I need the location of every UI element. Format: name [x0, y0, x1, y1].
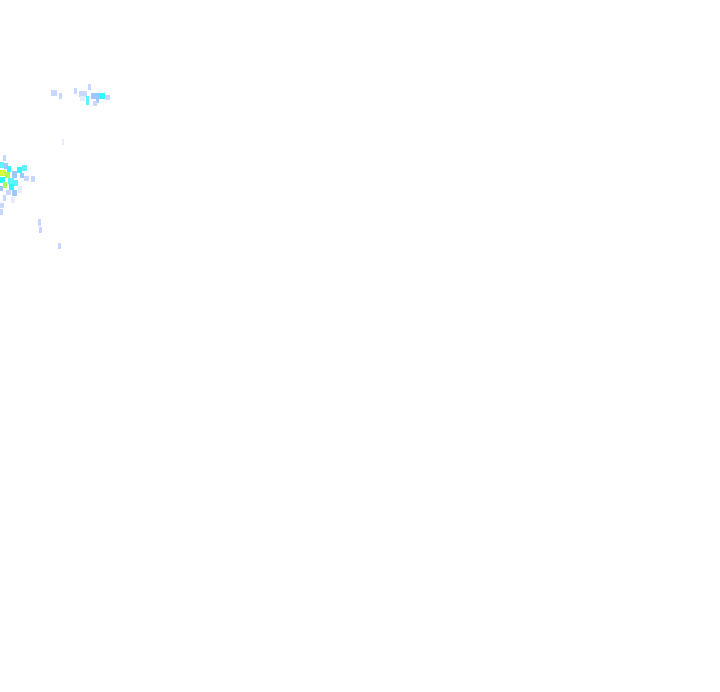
radar-echo-cell — [62, 139, 64, 145]
radar-echo-cell — [31, 176, 35, 182]
radar-echo-cell — [38, 219, 41, 226]
radar-echo-cell — [3, 155, 6, 161]
radar-echo-cell — [0, 209, 3, 215]
radar-echo-cell — [0, 186, 3, 191]
radar-echo-cell — [20, 173, 24, 178]
radar-echo-cell — [0, 203, 4, 208]
radar-echo-cell — [6, 190, 11, 195]
radar-echo-cell — [14, 180, 18, 186]
radar-echo-cell — [80, 96, 85, 101]
radar-echo-cell — [4, 163, 8, 169]
radar-echo-cell — [58, 243, 61, 249]
radar-echo-cell — [86, 96, 89, 105]
radar-echo-cell — [22, 165, 27, 171]
radar-echo-cell — [11, 197, 15, 203]
radar-echo-cell — [0, 162, 4, 168]
radar-echo-cell — [93, 101, 97, 106]
radar-echo-cell — [105, 95, 110, 100]
radar-echo-cell — [79, 91, 87, 97]
radar-echo-cell — [7, 166, 11, 172]
radar-echo-cell — [99, 93, 105, 99]
radar-echo-cell — [17, 167, 22, 173]
radar-echo-cell — [59, 93, 62, 99]
radar-echo-cell — [96, 95, 99, 103]
radar-echo-cell — [0, 170, 6, 176]
radar-echo-cell — [8, 178, 14, 184]
radar-echo-cell — [3, 195, 6, 201]
radar-echo-cell — [88, 84, 91, 90]
radar-echo-cell — [9, 184, 14, 190]
radar-echo-cell — [12, 171, 17, 178]
radar-echo-cell — [51, 90, 57, 96]
radar-echo-cell — [39, 227, 42, 233]
radar-echo-cell — [74, 88, 77, 94]
radar-echo-cell — [91, 93, 99, 99]
radar-echo-cell — [3, 182, 7, 188]
radar-echo-cell — [18, 186, 22, 193]
radar-echo-cell — [5, 172, 10, 178]
radar-echo-cell — [0, 177, 5, 183]
radar-echo-cell — [12, 190, 17, 196]
radar-echo-cell — [24, 176, 29, 181]
